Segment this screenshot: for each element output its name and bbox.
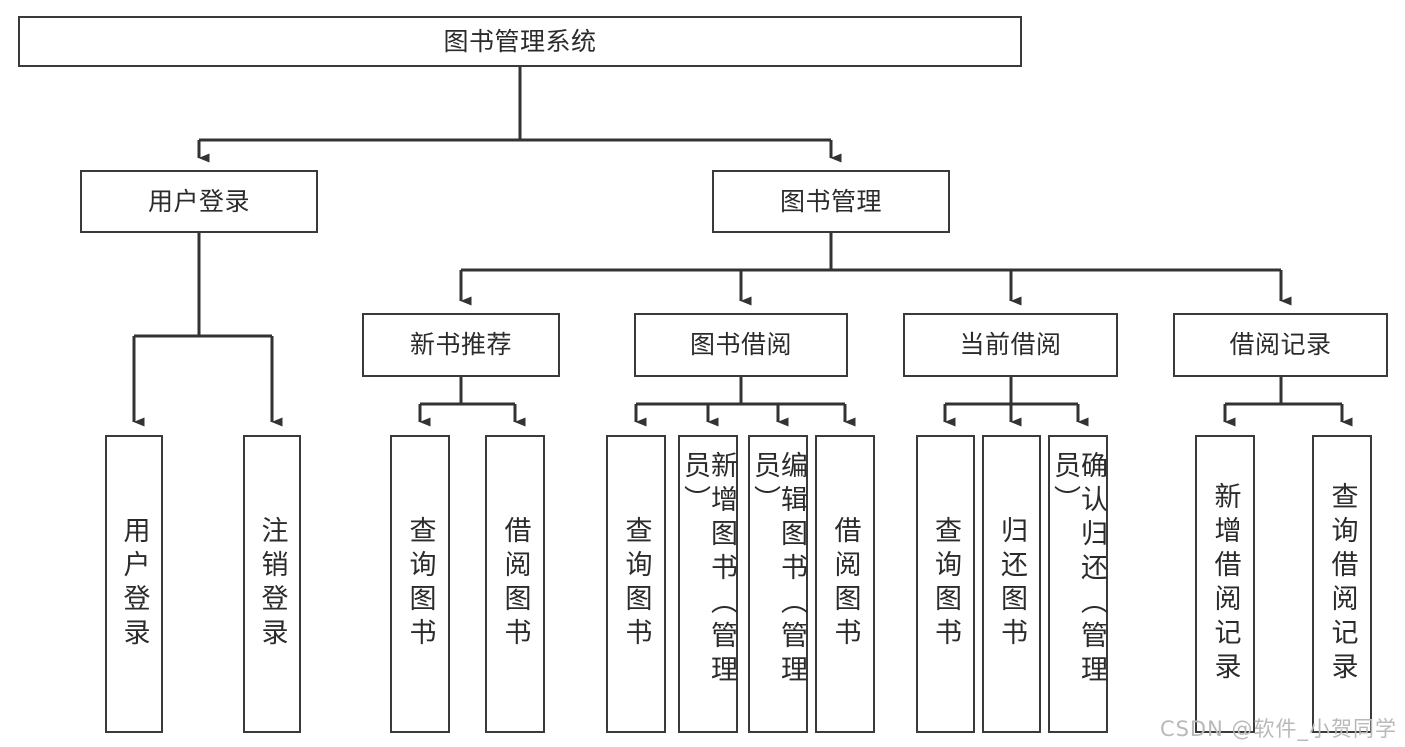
node-new-book-recommend[interactable]: 新书推荐 — [362, 313, 560, 377]
leaf-borrow-book-recommend[interactable]: 借阅图书 — [485, 435, 545, 733]
node-user-login[interactable]: 用户登录 — [80, 170, 318, 233]
leaf-query-book-recommend[interactable]: 查询图书 — [390, 435, 450, 733]
node-label: 归还图书 — [996, 516, 1027, 652]
node-label: 用户登录 — [147, 186, 250, 216]
leaf-query-book-current[interactable]: 查询图书 — [916, 435, 975, 733]
leaf-borrow-book[interactable]: 借阅图书 — [815, 435, 875, 733]
leaf-edit-book-admin[interactable]: 编辑图书（管理员） — [748, 435, 808, 733]
node-label: 新书推荐 — [409, 330, 512, 360]
leaf-query-book-borrow[interactable]: 查询图书 — [606, 435, 666, 733]
node-book-borrow[interactable]: 图书借阅 — [634, 313, 848, 377]
leaf-user-login[interactable]: 用户登录 — [105, 435, 163, 733]
node-borrow-record[interactable]: 借阅记录 — [1173, 313, 1388, 377]
node-label: 图书管理系统 — [443, 26, 597, 56]
node-label: 新增图书（管理员） — [679, 451, 737, 689]
node-label: 查询图书 — [930, 516, 961, 652]
node-root-book-management-system[interactable]: 图书管理系统 — [18, 16, 1022, 67]
node-book-management[interactable]: 图书管理 — [712, 170, 950, 233]
leaf-query-borrow-record[interactable]: 查询借阅记录 — [1312, 435, 1372, 733]
leaf-confirm-return-admin[interactable]: 确认归还（管理员） — [1048, 435, 1108, 733]
node-label: 确认归还（管理员） — [1049, 451, 1107, 689]
node-current-borrow[interactable]: 当前借阅 — [903, 313, 1118, 377]
node-label: 借阅图书 — [499, 516, 531, 652]
leaf-add-book-admin[interactable]: 新增图书（管理员） — [678, 435, 738, 733]
node-label: 图书管理 — [779, 186, 882, 216]
leaf-logout[interactable]: 注销登录 — [243, 435, 301, 733]
node-label: 图书借阅 — [689, 330, 792, 360]
node-label: 借阅记录 — [1229, 330, 1332, 360]
node-label: 编辑图书（管理员） — [749, 451, 807, 689]
node-label: 查询借阅记录 — [1326, 482, 1358, 686]
leaf-return-book[interactable]: 归还图书 — [982, 435, 1041, 733]
csdn-watermark: CSDN @软件_小贺同学 — [1159, 717, 1397, 741]
node-label: 查询图书 — [620, 516, 652, 652]
node-label: 当前借阅 — [959, 330, 1062, 360]
node-label: 新增借阅记录 — [1209, 482, 1241, 686]
leaf-add-borrow-record[interactable]: 新增借阅记录 — [1195, 435, 1255, 733]
node-label: 借阅图书 — [829, 516, 861, 652]
node-label: 查询图书 — [404, 516, 436, 652]
node-label: 注销登录 — [256, 516, 288, 652]
node-label: 用户登录 — [118, 516, 150, 652]
